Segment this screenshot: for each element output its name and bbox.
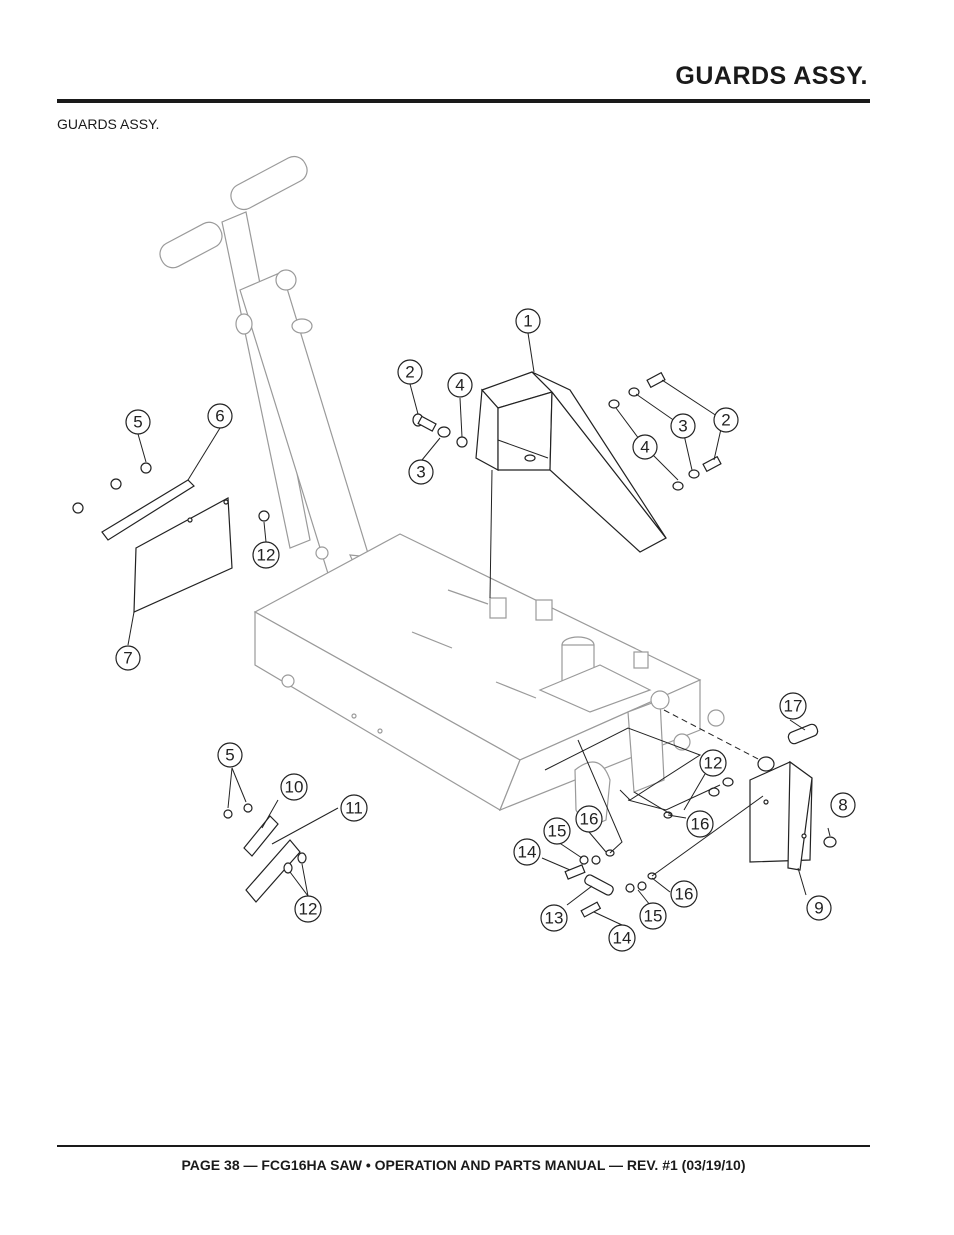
callout-2: 2	[713, 407, 739, 433]
svg-text:16: 16	[691, 815, 710, 834]
callout-14: 14	[608, 924, 636, 952]
svg-text:9: 9	[814, 899, 823, 918]
header-rule	[57, 99, 870, 103]
svg-text:13: 13	[545, 909, 564, 928]
svg-text:6: 6	[215, 407, 224, 426]
svg-text:16: 16	[675, 885, 694, 904]
svg-text:2: 2	[721, 411, 730, 430]
callout-3: 3	[408, 459, 434, 485]
saw-frame	[159, 155, 725, 824]
callout-7: 7	[115, 645, 141, 671]
callout-15: 15	[543, 817, 571, 845]
svg-text:12: 12	[299, 900, 318, 919]
callout-15: 15	[639, 902, 667, 930]
callout-5: 5	[217, 742, 243, 768]
svg-text:7: 7	[123, 649, 132, 668]
small-plates	[243, 815, 301, 903]
svg-text:11: 11	[345, 799, 363, 818]
callout-17: 17	[779, 692, 807, 720]
left-guard-plates	[101, 479, 233, 613]
svg-text:3: 3	[416, 463, 425, 482]
svg-text:3: 3	[678, 417, 687, 436]
callout-12: 12	[699, 749, 727, 777]
fasteners	[72, 371, 837, 918]
svg-text:8: 8	[838, 796, 847, 815]
callout-16: 16	[575, 805, 603, 833]
svg-text:4: 4	[455, 376, 464, 395]
callout-1: 1	[515, 308, 541, 334]
footer-rule	[57, 1145, 870, 1147]
svg-text:15: 15	[548, 822, 567, 841]
callout-13: 13	[540, 904, 568, 932]
callout-4: 4	[447, 372, 473, 398]
svg-text:15: 15	[644, 907, 663, 926]
svg-text:16: 16	[580, 810, 599, 829]
callout-10: 10	[280, 773, 308, 801]
callout-12: 12	[252, 541, 280, 569]
page-title: GUARDS ASSY.	[675, 62, 868, 90]
callout-14: 14	[513, 838, 541, 866]
svg-text:2: 2	[405, 363, 414, 382]
callout-9: 9	[806, 895, 832, 921]
svg-text:1: 1	[523, 312, 532, 331]
svg-text:12: 12	[704, 754, 723, 773]
svg-text:14: 14	[518, 843, 537, 862]
callout-3: 3	[670, 413, 696, 439]
callout-16: 16	[670, 880, 698, 908]
callout-5: 5	[125, 409, 151, 435]
svg-text:14: 14	[613, 929, 632, 948]
svg-text:5: 5	[133, 413, 142, 432]
blade-guard	[475, 371, 667, 599]
callout-12: 12	[294, 895, 322, 923]
svg-text:12: 12	[257, 546, 276, 565]
callout-4: 4	[632, 434, 658, 460]
leader-lines	[127, 332, 831, 926]
svg-text:4: 4	[640, 438, 649, 457]
section-label: GUARDS ASSY.	[57, 116, 160, 132]
svg-text:17: 17	[784, 697, 803, 716]
callout-6: 6	[207, 403, 233, 429]
rear-guard	[749, 760, 813, 871]
callout-2: 2	[397, 359, 423, 385]
svg-text:10: 10	[285, 778, 304, 797]
page-footer: PAGE 38 — FCG16HA SAW • OPERATION AND PA…	[181, 1157, 746, 1173]
callout-11: 11	[340, 794, 368, 822]
callout-8: 8	[830, 792, 856, 818]
callout-16: 16	[686, 810, 714, 838]
svg-text:5: 5	[225, 746, 234, 765]
